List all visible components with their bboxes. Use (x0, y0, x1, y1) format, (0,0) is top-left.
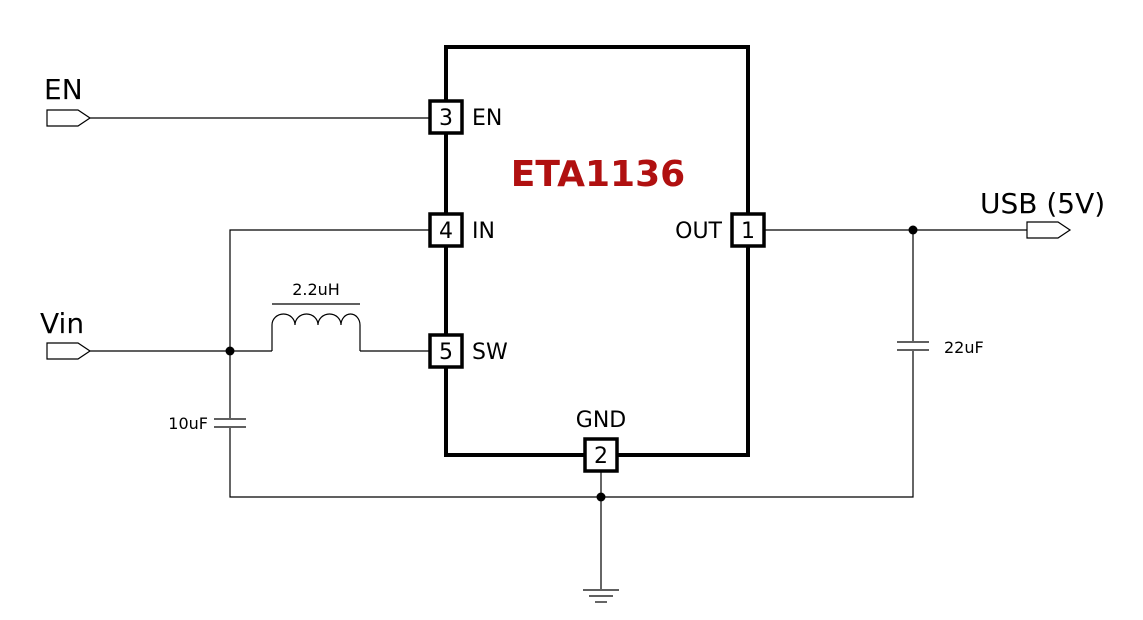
pin-1-number: 1 (741, 219, 755, 244)
pin-3-number: 3 (439, 106, 453, 131)
port-en-label: EN (44, 73, 83, 106)
pin-2-number: 2 (594, 444, 608, 469)
pin-2-label: GND (576, 408, 626, 433)
pin-4-in: 4 IN (428, 212, 495, 248)
chip-name: ETA1136 (511, 154, 685, 195)
wire-in (229, 229, 914, 498)
port-usb: USB (5V) (980, 187, 1105, 239)
pin-5-number: 5 (439, 340, 453, 365)
junction-vin (225, 346, 235, 356)
pin-5-label: SW (472, 340, 508, 365)
junction-gnd (596, 492, 606, 502)
cap-in: 10uF (168, 414, 246, 433)
port-usb-label: USB (5V) (980, 187, 1105, 220)
pin-3-label: EN (472, 106, 502, 131)
cap-out: 22uF (897, 338, 984, 357)
pin-1-label: OUT (675, 219, 722, 244)
pin-5-sw: 5 SW (428, 333, 508, 369)
port-en: EN (44, 73, 92, 127)
pin-4-label: IN (472, 219, 495, 244)
cap-in-value: 10uF (168, 414, 208, 433)
pin-1-out: 1 OUT (675, 212, 766, 248)
junction-out (908, 225, 918, 235)
chip-body (444, 45, 750, 457)
port-vin: Vin (40, 307, 92, 360)
cap-out-value: 22uF (944, 338, 984, 357)
inductor: 2.2uH (271, 280, 430, 352)
pin-2-gnd: 2 (583, 437, 619, 473)
port-vin-label: Vin (40, 307, 84, 340)
ground-icon (583, 589, 619, 603)
pin-4-number: 4 (439, 219, 453, 244)
inductor-value: 2.2uH (292, 280, 340, 299)
pin-3-en: 3 EN (428, 99, 502, 135)
